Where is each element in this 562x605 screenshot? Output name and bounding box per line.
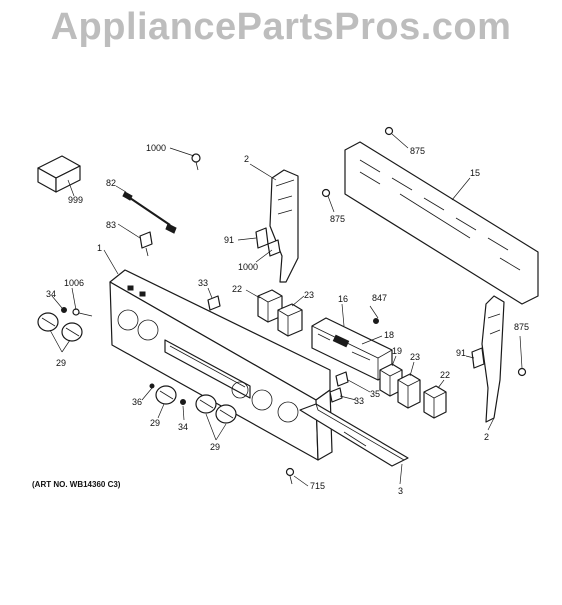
callout-82: 82 [106, 178, 116, 188]
part-16-control-board[interactable] [311, 317, 393, 381]
part-1-control-panel[interactable] [109, 269, 333, 461]
callout-999: 999 [68, 195, 83, 205]
leader-lines [49, 133, 523, 487]
part-82-wire-harness[interactable] [122, 191, 177, 234]
part-999-box[interactable] [37, 155, 81, 193]
part-34-screw-left[interactable] [61, 307, 67, 313]
part-29-knob-lower-c[interactable] [215, 404, 237, 424]
part-33-clip-upper[interactable] [207, 295, 221, 311]
part-875-screw-mid[interactable] [321, 188, 331, 198]
callout-1: 1 [97, 243, 102, 253]
callout-29-lower-b: 29 [210, 442, 220, 452]
callout-18: 18 [384, 330, 394, 340]
callout-35: 35 [370, 389, 380, 399]
part-3-trim-strip[interactable] [299, 403, 409, 467]
callout-715: 715 [310, 481, 325, 491]
callout-16: 16 [338, 294, 348, 304]
part-23-switch-upper[interactable] [277, 303, 303, 337]
part-34-screw-lower[interactable] [180, 399, 186, 405]
part-2-end-cap-right[interactable] [481, 295, 505, 423]
callout-23-upper: 23 [304, 290, 314, 300]
part-83-clip[interactable] [139, 231, 153, 257]
part-91-bracket-left[interactable] [255, 227, 269, 249]
callout-3: 3 [398, 486, 403, 496]
part-875-screw-top[interactable] [384, 126, 394, 136]
part-847-screw[interactable] [373, 318, 379, 324]
callout-875-mid: 875 [330, 214, 345, 224]
part-36-indicator[interactable] [149, 383, 155, 389]
art-number: (ART NO. WB14360 C3) [32, 480, 121, 489]
part-29-knob-left-a[interactable] [37, 312, 59, 332]
part-15-back-panel[interactable] [344, 141, 539, 305]
callout-29-left: 29 [56, 358, 66, 368]
callout-29-lower-a: 29 [150, 418, 160, 428]
part-875-screw-right[interactable] [517, 367, 527, 377]
part-22-switch-lower[interactable] [423, 385, 447, 419]
callout-91-right: 91 [456, 348, 466, 358]
callout-1006: 1006 [64, 278, 84, 288]
callout-875-right: 875 [514, 322, 529, 332]
callout-847: 847 [372, 293, 387, 303]
part-29-knob-lower-a[interactable] [155, 385, 177, 405]
callout-34-lower: 34 [178, 422, 188, 432]
part-23-switch-lower[interactable] [397, 373, 421, 409]
callout-875-top: 875 [410, 146, 425, 156]
callout-22-upper: 22 [232, 284, 242, 294]
part-1000-screw[interactable] [191, 153, 201, 171]
part-35-clip[interactable] [335, 371, 349, 387]
callout-19: 19 [392, 346, 402, 356]
callout-33-lower: 33 [354, 396, 364, 406]
callout-36: 36 [132, 397, 142, 407]
callout-91-left: 91 [224, 235, 234, 245]
part-1006-screw[interactable] [72, 308, 93, 317]
callout-83: 83 [106, 220, 116, 230]
callout-23-lower: 23 [410, 352, 420, 362]
callout-labels: 1000 999 82 83 1 1006 34 29 2 91 1000 87… [46, 143, 529, 496]
part-1000-screw-left[interactable] [267, 239, 281, 257]
callout-15: 15 [470, 168, 480, 178]
part-91-bracket-right[interactable] [471, 347, 485, 369]
callout-22-lower: 22 [440, 370, 450, 380]
callout-2-left: 2 [244, 154, 249, 164]
callout-34-left: 34 [46, 289, 56, 299]
part-22-switch-upper[interactable] [257, 289, 283, 323]
part-715-screw[interactable] [285, 467, 295, 485]
callout-2-right: 2 [484, 432, 489, 442]
part-2-end-cap-left[interactable] [269, 169, 299, 283]
callout-1000-left: 1000 [238, 262, 258, 272]
watermark: AppliancePartsPros.com [50, 6, 512, 48]
part-29-knob-left-b[interactable] [61, 322, 83, 342]
callout-1000-top: 1000 [146, 143, 166, 153]
callout-33-upper: 33 [198, 278, 208, 288]
part-33-clip-lower[interactable] [329, 387, 343, 403]
part-29-knob-lower-b[interactable] [195, 394, 217, 414]
